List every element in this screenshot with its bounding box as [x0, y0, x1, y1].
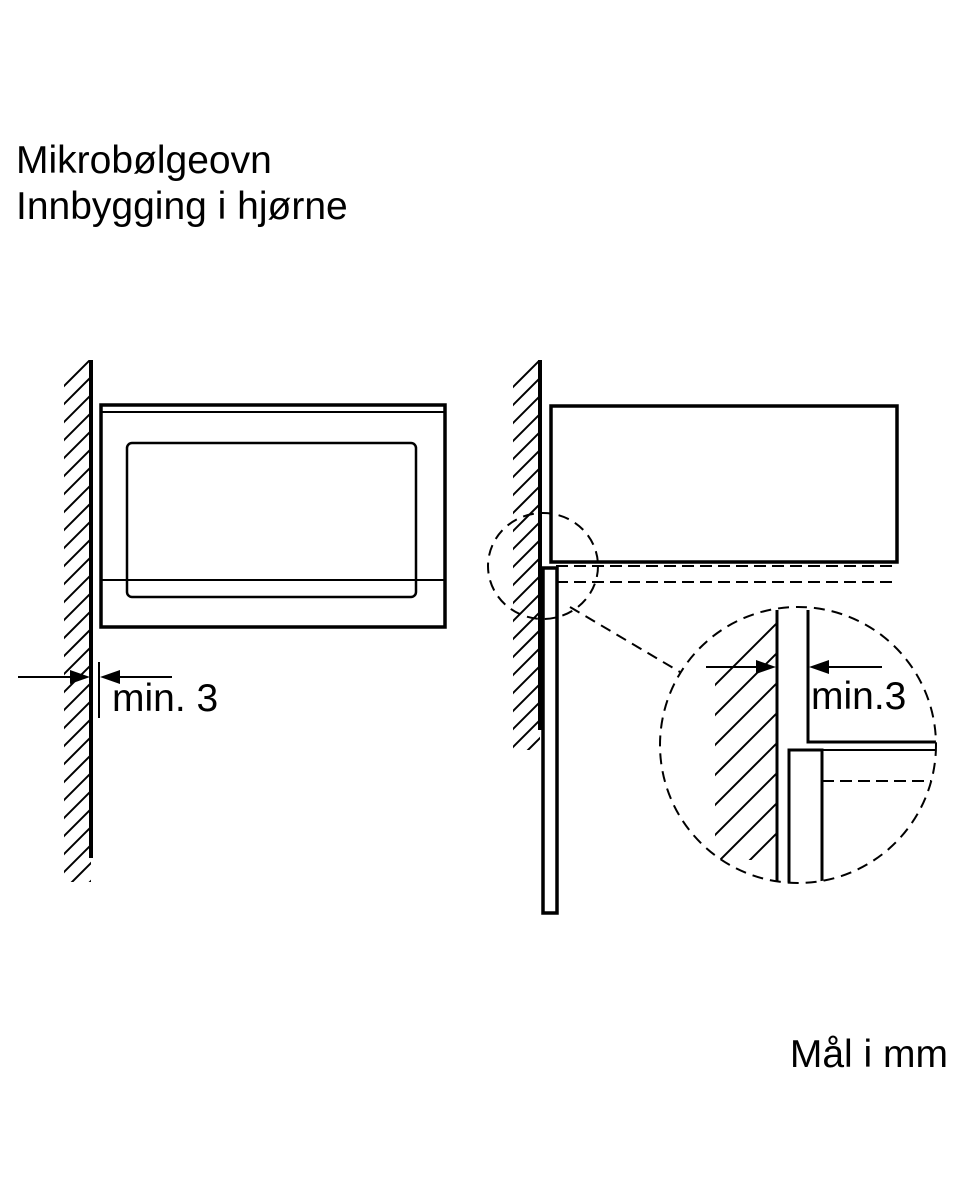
detail-marker [487, 512, 681, 673]
units-note: Mål i mm [789, 1033, 948, 1076]
detail-source-circle [487, 512, 599, 620]
detail-circle [659, 606, 937, 884]
arrow-right-icon [70, 670, 90, 684]
enlarged-detail [659, 606, 937, 884]
cabinet-side-panel [541, 566, 559, 915]
left-gap-dimension [18, 662, 172, 718]
arrow-right-icon [756, 660, 776, 674]
detail-wall-hatching [715, 612, 777, 860]
right-wall [513, 360, 542, 750]
left-wall [64, 360, 93, 882]
diagram-title-line-1: Mikrobølgeovn [16, 139, 272, 182]
microwave-body-outline [99, 403, 447, 629]
right-wall-hatching [513, 360, 540, 750]
microwave-front-view [99, 403, 447, 629]
detail-leader-upper [569, 606, 681, 673]
left-gap-label: min. 3 [112, 677, 219, 720]
arrow-left-icon [100, 670, 120, 684]
right-gap-label: min.3 [811, 675, 907, 718]
detail-cabinet-panel [787, 748, 824, 883]
right-gap-dimension [706, 660, 882, 674]
microwave-door-window [125, 441, 418, 599]
microwave-side-outline [549, 404, 899, 564]
left-wall-hatching [64, 360, 91, 882]
microwave-side-view [541, 404, 899, 915]
diagram-title-line-2: Innbygging i hjørne [16, 185, 348, 228]
arrow-left-icon [809, 660, 829, 674]
detail-microwave-corner [806, 610, 936, 744]
